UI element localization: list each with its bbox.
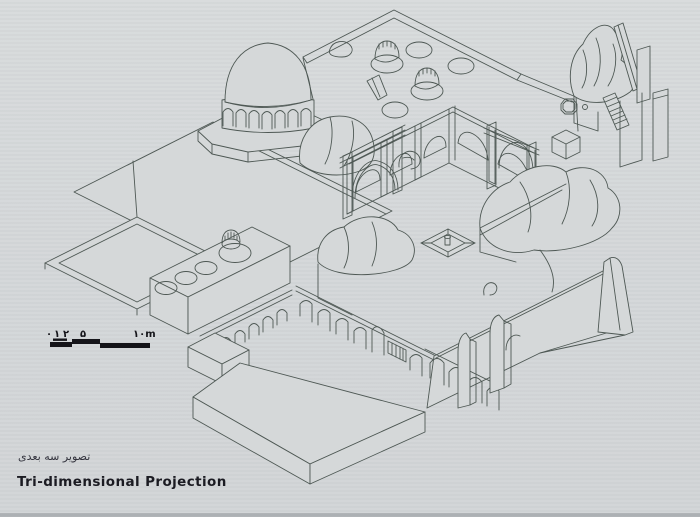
fountain-jet [444,234,451,246]
scale-segment-1 [50,342,72,347]
vault-east [479,165,621,293]
skylight-oculus [381,41,475,119]
roof-opening-blob [328,41,353,58]
scale-segment-3 [100,343,150,348]
northeast-arcade-wall [295,285,435,377]
roof-box [551,129,581,160]
scale-label-two: ۲ [63,329,69,340]
southeast-wall [426,269,614,409]
roof-chimney-wedge [366,74,388,101]
scale-underline [53,338,67,341]
foreground-slab [192,362,426,485]
buttress-middle [483,282,521,394]
scale-label-ten: ۱۰m [133,329,156,340]
parapet-bench [479,183,567,263]
building-line-art [44,9,669,485]
vault-southwest [317,216,415,316]
main-dome [224,42,312,108]
courtyard-stairway [387,340,407,363]
vent-dome-a [370,40,404,74]
vent-dome-b [410,67,444,101]
furnace-openings [154,243,252,295]
scale-label-zero: ۰ [46,329,52,340]
scale-bar: ۰ ۱ ۲ ۵ ۱۰m [46,329,156,348]
caption-english: Tri-dimensional Projection [17,474,227,490]
scale-segment-2 [72,339,100,344]
vent-dome-left [221,229,241,250]
buttress-left [457,332,477,409]
buttress-right [539,257,634,354]
inclined-wall-panel [613,22,669,162]
pool [420,228,476,258]
scale-label-one: ۱ [54,329,60,340]
roof-chimney-octagon [560,98,578,115]
roof-stairway [602,92,630,131]
scale-label-five: ۵ [80,329,86,340]
left-wing-block [149,226,291,335]
roof-parapet [302,9,579,132]
caption-persian: تصویر سه بعدی [18,450,91,463]
vault-northeast [569,24,635,103]
